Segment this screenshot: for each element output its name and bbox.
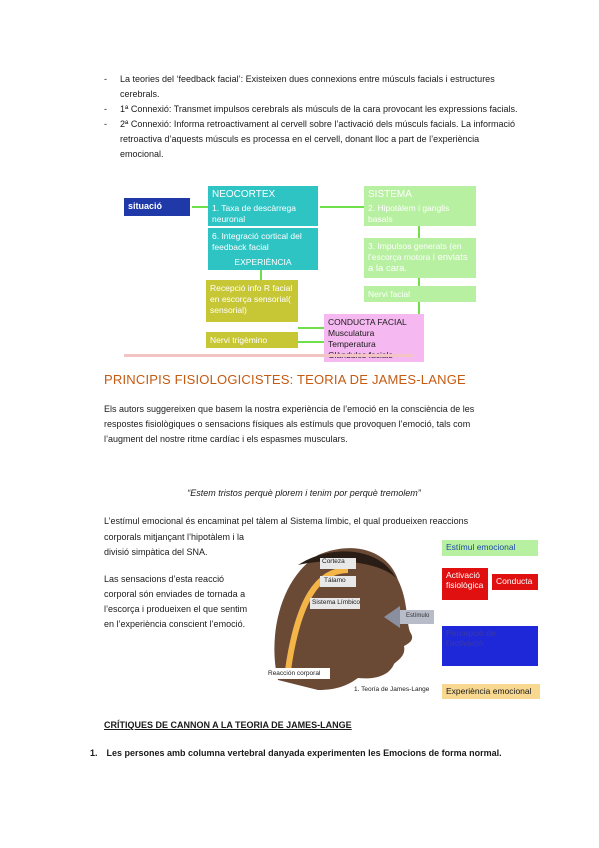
- bullet-item: -2ª Connexió: Informa retroactivament al…: [104, 119, 515, 159]
- arrow: [418, 226, 420, 238]
- impulsos-text: 3. Impulsos generats (en l’escorça motor…: [368, 241, 462, 262]
- criticism-item: 1. Les persones amb columna vertebral da…: [90, 748, 530, 758]
- label-corteza: Corteza: [322, 558, 345, 565]
- head-illustration: [258, 540, 434, 698]
- experiencia-box: Experiència emocional: [442, 684, 540, 699]
- hipotalem-text: 2. Hipotàlem i ganglis basals: [368, 203, 450, 224]
- experiencia-label: EXPERIÈNCIA: [234, 257, 292, 267]
- estimul-box: Estímul emocional: [442, 540, 538, 556]
- situacio-box: situació: [124, 198, 190, 216]
- integracio-text: 6. Integració cortical del feedback faci…: [212, 231, 302, 252]
- conducta-title: CONDUCTA FACIAL: [328, 317, 407, 327]
- label-estimulo: Estímulo: [406, 613, 430, 619]
- bullet-text: La teories del ‘feedback facial’: Existe…: [120, 74, 495, 99]
- arrow: [298, 327, 324, 329]
- arrow: [192, 206, 208, 208]
- bullet-list: -La teories del ‘feedback facial’: Exist…: [104, 72, 524, 162]
- paragraph: corporals mitjançant l’hipotàlem i la di…: [104, 532, 245, 557]
- paragraph: Els autors suggereixen que basem la nost…: [104, 404, 475, 444]
- temperatura-text: Temperatura: [328, 339, 376, 349]
- nervi-facial-box: Nervi facial: [364, 286, 476, 302]
- taxa-text: 1. Taxa de descàrrega neuronal: [212, 203, 296, 224]
- neocortex-title: NEOCORTEX: [212, 189, 276, 200]
- quote: “Estem tristos perquè plorem i tenim por…: [187, 488, 421, 498]
- activacio-box: Activació fisiològica: [442, 568, 488, 600]
- bullet-text: 2ª Connexió: Informa retroactivament al …: [120, 119, 515, 159]
- integracio-box: 6. Integració cortical del feedback faci…: [208, 228, 318, 270]
- musculatura-text: Musculatura: [328, 328, 375, 338]
- conducta-flow-box: Conducta: [492, 574, 538, 590]
- criticisms-heading: CRÍTIQUES DE CANNON A LA TEORIA DE JAMES…: [104, 720, 352, 730]
- criticism-number: 1.: [90, 748, 98, 758]
- arrow: [260, 270, 262, 280]
- emotion-flow: Estímul emocional Activació fisiològica …: [440, 538, 550, 700]
- sistema-title: SISTEMA: [368, 189, 412, 200]
- sistema-box: SISTEMA 2. Hipotàlem i ganglis basals: [364, 186, 476, 226]
- criticism-text: Les persones amb columna vertebral danya…: [106, 748, 502, 758]
- label-limbico: Sistema Límbico: [312, 599, 361, 606]
- percepcio-box: Percepció de l’activació: [442, 626, 538, 666]
- feedback-diagram: situació NEOCORTEX 1. Taxa de descàrrega…: [122, 184, 476, 362]
- label-talamo: Tálamo: [324, 577, 346, 584]
- arrow: [320, 206, 364, 208]
- bullet-text: 1ª Connexió: Transmet impulsos cerebrals…: [120, 104, 518, 114]
- paragraph: L’estímul emocional és encaminat pel tàl…: [104, 516, 469, 526]
- bullet-item: -1ª Connexió: Transmet impulsos cerebral…: [104, 104, 518, 114]
- james-lange-figure: Corteza Tálamo Sistema Límbico Estímulo …: [258, 540, 434, 698]
- enviats-text: i enviats a la cara.: [368, 252, 468, 274]
- arrow: [298, 341, 324, 343]
- divider: [124, 354, 414, 357]
- recepcio-box: Recepció info R facial en escorça sensor…: [206, 280, 298, 322]
- figure-caption: 1. Teoría de James-Lange: [354, 686, 430, 693]
- section-heading: PRINCIPIS FISIOLOGICISTES: TEORIA DE JAM…: [104, 372, 466, 387]
- bullet-item: -La teories del ‘feedback facial’: Exist…: [104, 74, 495, 99]
- nervi-trigemin-box: Nervi trigèmino: [206, 332, 298, 348]
- label-reaccion: Reacción corporal: [268, 670, 321, 677]
- paragraph: Las sensacions d’esta reacció corporal s…: [104, 574, 248, 629]
- impulsos-box: 3. Impulsos generats (en l’escorça motor…: [364, 238, 476, 278]
- arrow: [418, 302, 420, 314]
- arrow: [418, 278, 420, 286]
- neocortex-box: NEOCORTEX 1. Taxa de descàrrega neuronal: [208, 186, 318, 226]
